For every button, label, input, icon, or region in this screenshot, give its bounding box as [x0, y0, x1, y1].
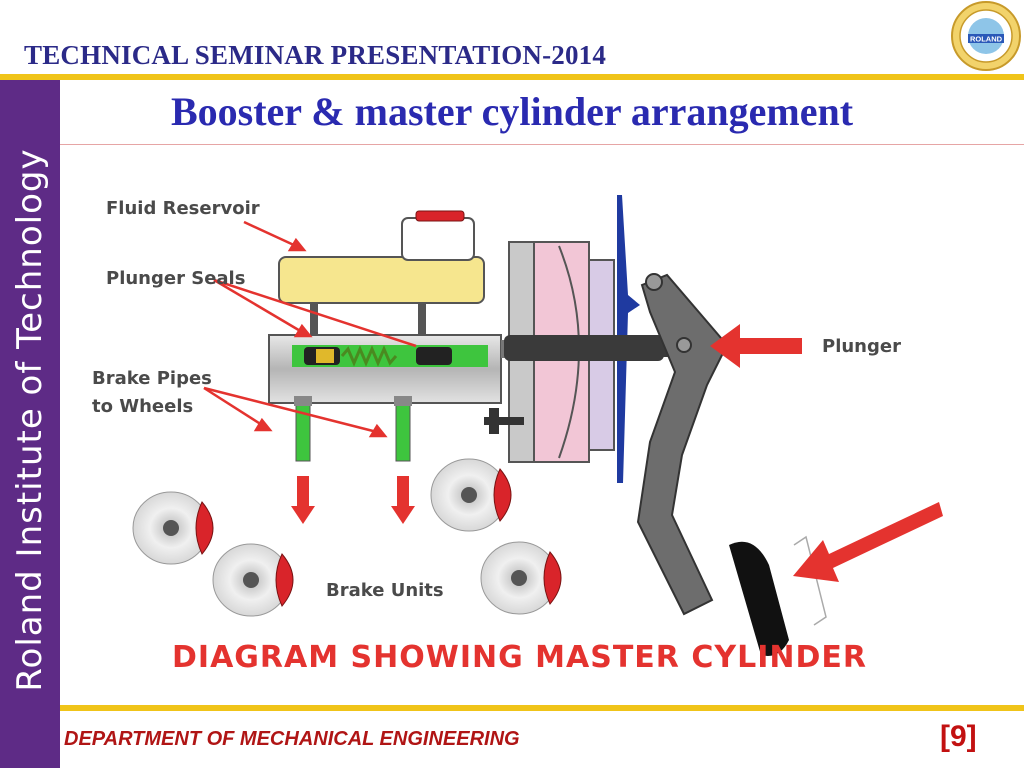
title-rule [60, 144, 1024, 145]
bottom-rule [60, 705, 1024, 711]
label-fluid-reservoir: Fluid Reservoir [106, 198, 260, 219]
logo-center-text: ROLAND [970, 35, 1003, 44]
brake-unit [480, 541, 562, 615]
brake-pedal [636, 273, 827, 656]
side-institute-text: Roland Institute of Technology [10, 148, 50, 692]
label-brake-units: Brake Units [326, 580, 444, 601]
institute-logo: ROLAND [951, 1, 1021, 71]
label-brake-pipes-line1: Brake Pipes [92, 368, 212, 389]
page-number: [9] [940, 720, 977, 753]
slide-title: Booster & master cylinder arrangement [170, 89, 854, 134]
fluid-arrow-right [391, 476, 415, 524]
plunger-arrow [710, 324, 802, 368]
diagram-caption: DIAGRAM SHOWING MASTER CYLINDER [172, 640, 867, 675]
master-cylinder-diagram: Fluid Reservoir Plunger Seals Brake Pipe… [92, 195, 943, 675]
label-brake-pipes-line2: to Wheels [92, 396, 193, 417]
firewall-plate [617, 195, 640, 483]
header-title: TECHNICAL SEMINAR PRESENTATION-2014 [24, 40, 607, 70]
brake-unit [132, 491, 214, 565]
brake-unit [212, 543, 294, 617]
label-plunger: Plunger [822, 336, 901, 357]
brake-unit [430, 458, 512, 532]
side-band [0, 80, 60, 768]
fluid-reservoir [278, 210, 485, 343]
pedal-force-arrow [793, 502, 943, 582]
label-pointers [203, 220, 417, 438]
fluid-arrow-left [291, 476, 315, 524]
label-plunger-seals: Plunger Seals [106, 268, 245, 289]
top-rule [0, 74, 1024, 80]
footer-department: DEPARTMENT OF MECHANICAL ENGINEERING [64, 728, 520, 750]
